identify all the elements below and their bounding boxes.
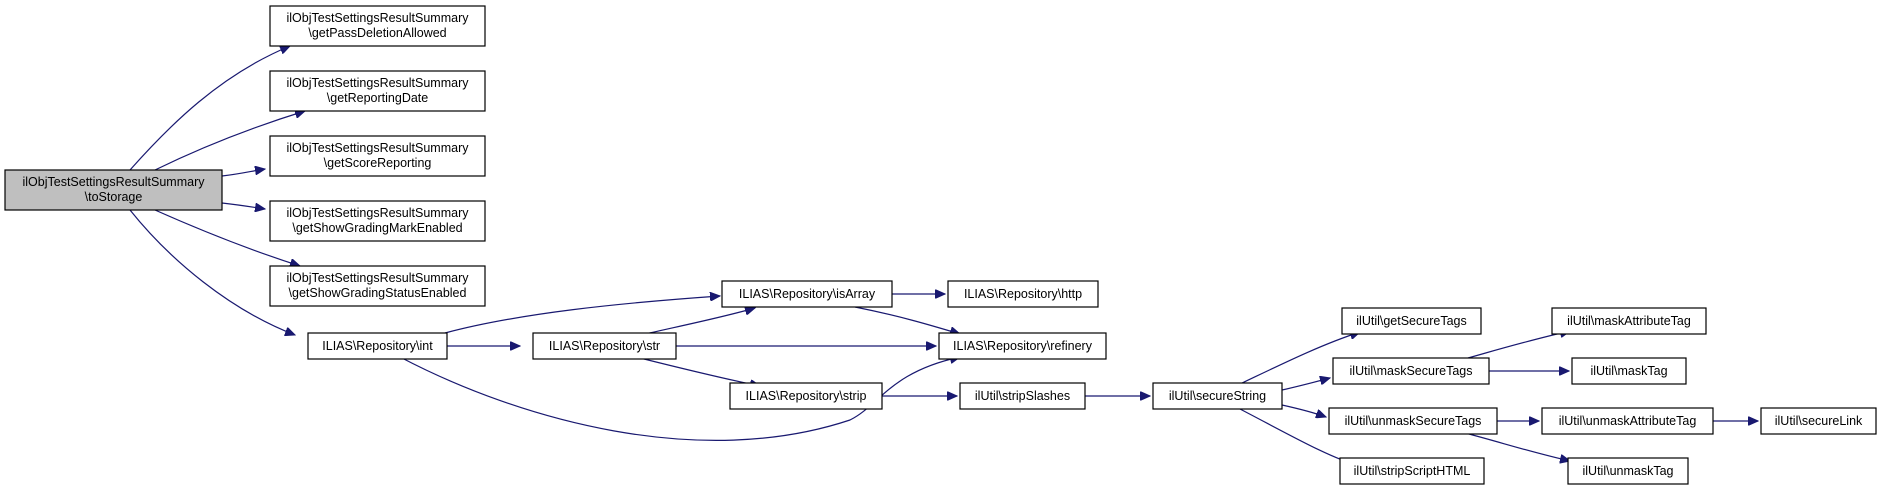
- node-maskAttributeTag[interactable]: ilUtil\maskAttributeTag: [1551, 307, 1707, 335]
- node-secureString[interactable]: ilUtil\secureString: [1152, 382, 1283, 410]
- node-getSecureTags-label: ilUtil\getSecureTags: [1356, 314, 1466, 328]
- node-getShowGradingStatusEnabled[interactable]: ilObjTestSettingsResultSummary \getShowG…: [269, 265, 486, 307]
- node-getShowGradingStatusEnabled-line2: \getShowGradingStatusEnabled: [289, 286, 467, 300]
- node-strip[interactable]: ILIAS\Repository\strip: [729, 382, 883, 410]
- edge-root-to-getPassDeletionAllowed: [129, 46, 290, 171]
- node-getReportingDate[interactable]: ilObjTestSettingsResultSummary \getRepor…: [269, 70, 486, 112]
- node-maskAttributeTag-label: ilUtil\maskAttributeTag: [1567, 314, 1691, 328]
- node-stripScriptHTML[interactable]: ilUtil\stripScriptHTML: [1339, 457, 1485, 485]
- node-secureString-label: ilUtil\secureString: [1169, 389, 1266, 403]
- edge-isArray-to-refinery: [854, 306, 960, 334]
- node-root-line2: \toStorage: [85, 190, 143, 204]
- node-str-label: ILIAS\Repository\str: [549, 339, 660, 353]
- edge-root-to-getReportingDate: [154, 111, 305, 171]
- node-getScoreReporting-line2: \getScoreReporting: [324, 156, 432, 170]
- node-stripSlashes-label: ilUtil\stripSlashes: [975, 389, 1070, 403]
- node-maskTag-label: ilUtil\maskTag: [1590, 364, 1667, 378]
- node-int-label: ILIAS\Repository\int: [322, 339, 433, 353]
- node-getShowGradingMarkEnabled-line2: \getShowGradingMarkEnabled: [292, 221, 462, 235]
- node-secureLink-label: ilUtil\secureLink: [1775, 414, 1863, 428]
- edge-secureString-to-getSecureTags: [1239, 332, 1360, 385]
- node-unmaskAttributeTag[interactable]: ilUtil\unmaskAttributeTag: [1541, 407, 1714, 435]
- edge-int-to-isArray: [444, 296, 720, 334]
- edge-int-to-refinery: [399, 357, 960, 441]
- node-refinery-label: ILIAS\Repository\refinery: [953, 339, 1093, 353]
- edges: [129, 46, 1758, 466]
- edge-root-to-getScoreReporting: [221, 169, 265, 177]
- node-http[interactable]: ILIAS\Repository\http: [947, 280, 1099, 308]
- node-maskTag[interactable]: ilUtil\maskTag: [1571, 357, 1687, 385]
- edge-str-to-isArray: [644, 308, 755, 335]
- node-stripSlashes[interactable]: ilUtil\stripSlashes: [959, 382, 1086, 410]
- node-maskSecureTags-label: ilUtil\maskSecureTags: [1350, 364, 1473, 378]
- node-getPassDeletionAllowed-line1: ilObjTestSettingsResultSummary: [286, 11, 469, 25]
- node-getShowGradingMarkEnabled-line1: ilObjTestSettingsResultSummary: [286, 206, 469, 220]
- node-getScoreReporting-line1: ilObjTestSettingsResultSummary: [286, 141, 469, 155]
- node-refinery[interactable]: ILIAS\Repository\refinery: [938, 332, 1107, 360]
- node-unmaskAttributeTag-label: ilUtil\unmaskAttributeTag: [1559, 414, 1697, 428]
- node-root[interactable]: ilObjTestSettingsResultSummary \toStorag…: [4, 169, 223, 211]
- nodes: ilObjTestSettingsResultSummary \toStorag…: [4, 5, 1877, 485]
- node-maskSecureTags[interactable]: ilUtil\maskSecureTags: [1332, 357, 1490, 385]
- node-strip-label: ILIAS\Repository\strip: [746, 389, 867, 403]
- node-getScoreReporting[interactable]: ilObjTestSettingsResultSummary \getScore…: [269, 135, 486, 177]
- node-http-label: ILIAS\Repository\http: [964, 287, 1082, 301]
- edge-maskSecureTags-to-maskAttributeTag: [1467, 331, 1570, 359]
- node-getSecureTags[interactable]: ilUtil\getSecureTags: [1341, 307, 1482, 335]
- node-getReportingDate-line1: ilObjTestSettingsResultSummary: [286, 76, 469, 90]
- edge-root-to-int: [129, 209, 295, 335]
- node-stripScriptHTML-label: ilUtil\stripScriptHTML: [1354, 464, 1471, 478]
- node-getShowGradingMarkEnabled[interactable]: ilObjTestSettingsResultSummary \getShowG…: [269, 200, 486, 242]
- node-str[interactable]: ILIAS\Repository\str: [532, 332, 677, 360]
- node-root-line1: ilObjTestSettingsResultSummary: [22, 175, 205, 189]
- edge-secureString-to-unmaskSecureTags: [1281, 404, 1326, 417]
- edge-root-to-getShowGradingMarkEnabled: [221, 202, 265, 209]
- node-getPassDeletionAllowed-line2: \getPassDeletionAllowed: [308, 26, 446, 40]
- edge-root-to-getShowGradingStatusEnabled: [154, 209, 300, 266]
- node-getPassDeletionAllowed[interactable]: ilObjTestSettingsResultSummary \getPassD…: [269, 5, 486, 47]
- edge-secureString-to-maskSecureTags: [1281, 378, 1330, 391]
- node-isArray[interactable]: ILIAS\Repository\isArray: [721, 280, 893, 308]
- node-secureLink[interactable]: ilUtil\secureLink: [1760, 407, 1877, 435]
- node-getReportingDate-line2: \getReportingDate: [327, 91, 429, 105]
- node-unmaskSecureTags[interactable]: ilUtil\unmaskSecureTags: [1328, 407, 1498, 435]
- node-int[interactable]: ILIAS\Repository\int: [307, 332, 448, 360]
- node-unmaskSecureTags-label: ilUtil\unmaskSecureTags: [1345, 414, 1482, 428]
- node-isArray-label: ILIAS\Repository\isArray: [739, 287, 876, 301]
- edge-unmaskSecureTags-to-unmaskTag: [1464, 432, 1570, 461]
- node-unmaskTag-label: ilUtil\unmaskTag: [1582, 464, 1673, 478]
- edge-str-to-strip: [639, 357, 760, 386]
- node-unmaskTag[interactable]: ilUtil\unmaskTag: [1567, 457, 1689, 485]
- node-getShowGradingStatusEnabled-line1: ilObjTestSettingsResultSummary: [286, 271, 469, 285]
